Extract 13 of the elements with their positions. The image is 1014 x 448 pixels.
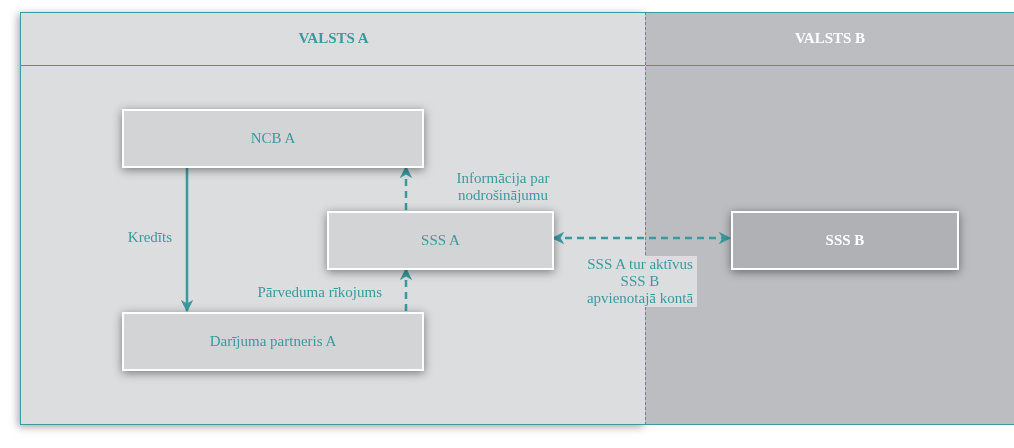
arrow	[180, 167, 194, 313]
column-heading: VALSTS A	[297, 30, 370, 47]
arrow	[399, 165, 413, 210]
arrow	[551, 231, 732, 245]
column-heading: VALSTS B	[793, 30, 867, 47]
process-box: SSS A	[327, 211, 554, 270]
edge-label: Pārveduma rīkojums	[256, 284, 382, 301]
arrow	[399, 267, 413, 311]
process-box: NCB A	[122, 109, 424, 168]
process-box: Darījuma partneris A	[122, 312, 424, 371]
edge-label: Kredīts	[126, 229, 172, 246]
process-box: SSS B	[731, 211, 959, 270]
edge-label: Informācija par nodrošinājumu	[455, 170, 551, 204]
